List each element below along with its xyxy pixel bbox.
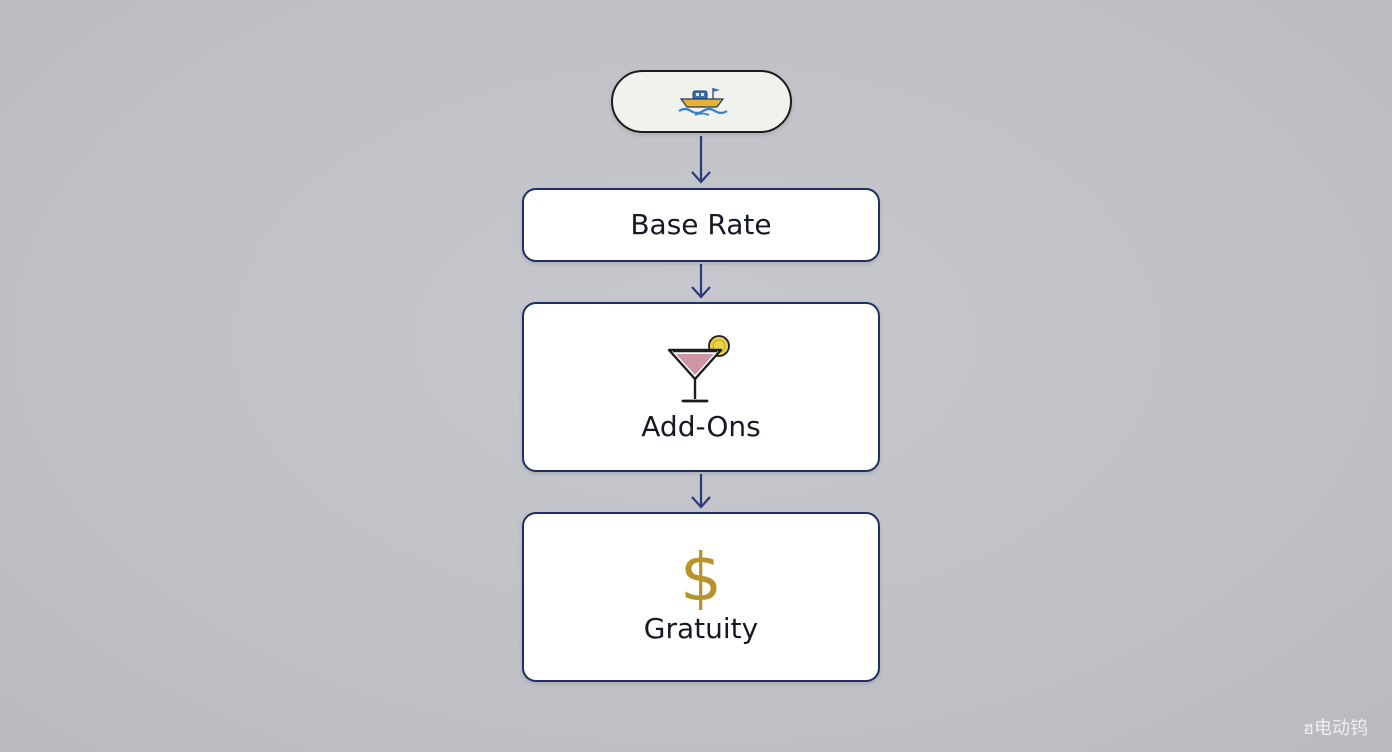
start-node bbox=[611, 70, 792, 133]
dollar-icon: $ bbox=[680, 539, 722, 616]
watermark: ฮ电动钨 bbox=[1303, 718, 1368, 739]
gratuity-label: Gratuity bbox=[643, 612, 759, 645]
boat-icon bbox=[677, 87, 728, 116]
gratuity-node: $ Gratuity bbox=[522, 512, 880, 682]
base-rate-label: Base Rate bbox=[630, 208, 772, 241]
arrow-addons-to-gratuity bbox=[691, 474, 711, 509]
cocktail-icon bbox=[667, 335, 730, 403]
arrow-base-to-addons bbox=[691, 264, 711, 299]
arrow-start-to-base bbox=[691, 136, 711, 184]
base-rate-node: Base Rate bbox=[522, 188, 880, 262]
add-ons-label: Add-Ons bbox=[641, 410, 761, 443]
add-ons-node: Add-Ons bbox=[522, 302, 880, 472]
